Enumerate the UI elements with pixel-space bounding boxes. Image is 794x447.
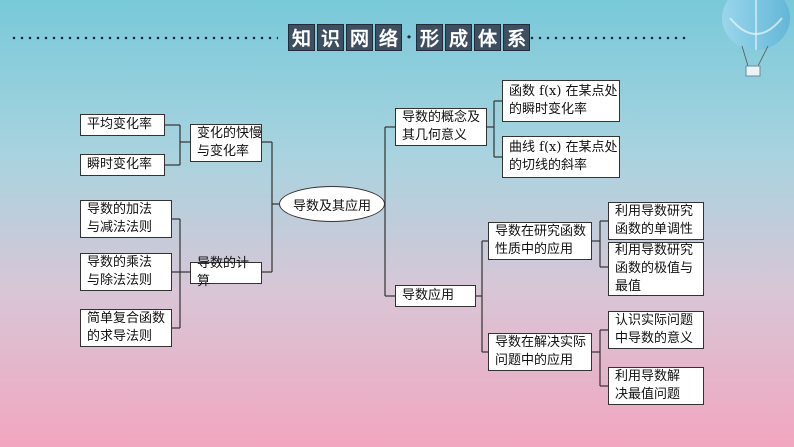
leaf-node: 认识实际问题 中导数的意义 bbox=[608, 311, 704, 349]
leaf-node: 平均变化率 bbox=[80, 114, 165, 136]
title-char: 成 bbox=[445, 24, 472, 51]
title-char: 体 bbox=[474, 24, 501, 51]
sub-branch-1: 导数在研究函数 性质中的应用 bbox=[488, 222, 592, 260]
leaf-node: 利用导数研究 函数的单调性 bbox=[608, 202, 704, 240]
leaf-node: 函数 f(x) 在某点处 的瞬时变化率 bbox=[502, 80, 620, 122]
leaf-node: 利用导数研究 函数的极值与 最值 bbox=[608, 242, 704, 296]
center-topic: 导数及其应用 bbox=[279, 186, 385, 222]
leaf-node: 简单复合函数 的求导法则 bbox=[80, 309, 172, 347]
sub-branch-2: 导数在解决实际 问题中的应用 bbox=[488, 333, 592, 371]
leaf-node: 利用导数解 决最值问题 bbox=[608, 367, 704, 405]
title-char: 形 bbox=[416, 24, 443, 51]
left-branch-2: 导数的计算 bbox=[190, 256, 262, 289]
right-branch-1: 导数的概念及 其几何意义 bbox=[395, 108, 487, 146]
title-char: 知 bbox=[288, 24, 315, 51]
leaf-node: 瞬时变化率 bbox=[80, 154, 165, 176]
leaf-node: 曲线 f(x) 在某点处 的切线的斜率 bbox=[502, 136, 620, 178]
right-branch-2: 导数应用 bbox=[395, 285, 476, 307]
title-separator: · bbox=[405, 27, 413, 48]
title-char: 网 bbox=[346, 24, 373, 51]
left-branch-1: 变化的快慢 与变化率 bbox=[190, 124, 262, 162]
title-char: 系 bbox=[503, 24, 530, 51]
leaf-node: 导数的乘法 与除法法则 bbox=[80, 253, 172, 291]
hot-air-balloon-icon bbox=[722, 0, 790, 77]
header-dots-right bbox=[520, 36, 690, 40]
header-dots-left bbox=[10, 36, 278, 40]
section-title: 知 识 网 络 · 形 成 体 系 bbox=[288, 24, 530, 51]
title-char: 络 bbox=[375, 24, 402, 51]
leaf-node: 导数的加法 与减法法则 bbox=[80, 200, 172, 238]
title-char: 识 bbox=[317, 24, 344, 51]
